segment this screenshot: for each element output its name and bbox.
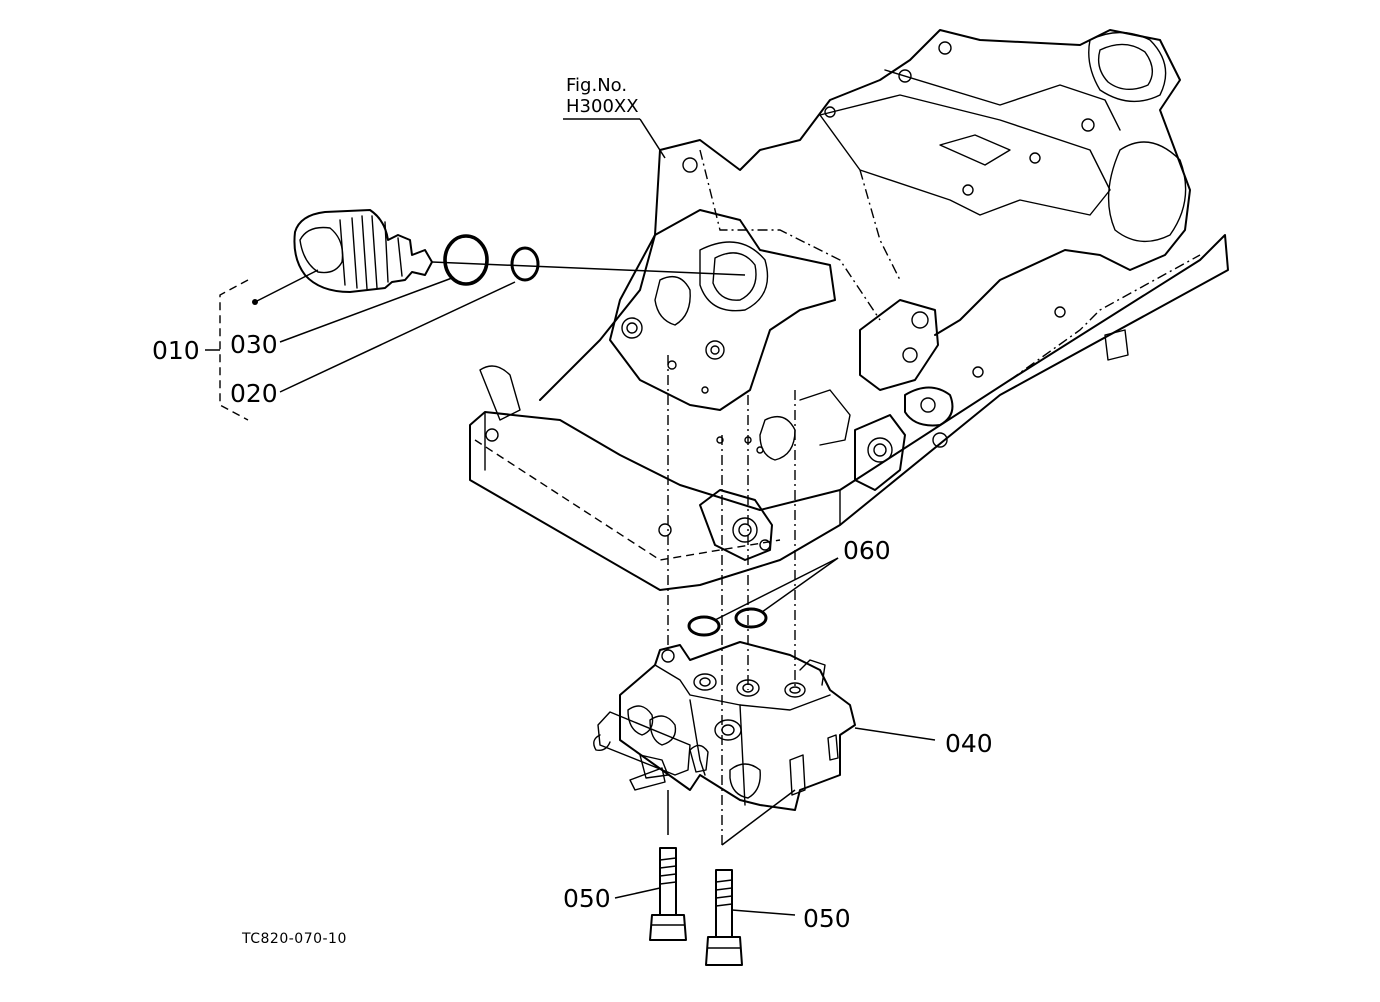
figure-reference: Fig.No. H300XX [566,75,639,117]
callout-050-right: 050 [803,904,851,933]
figure-reference-number: H300XX [566,95,639,117]
o-ring-060a [687,615,721,637]
callout-020: 020 [230,379,278,408]
assembly-bracket [219,279,249,421]
control-valve [593,641,856,811]
alignment-lines [667,355,796,846]
callout-050-left: 050 [563,884,611,913]
bolt-right [705,869,743,966]
callout-030: 030 [230,330,278,359]
o-ring-060b [734,607,768,629]
relief-plug [293,209,433,293]
callout-010: 010 [152,336,200,365]
callout-060: 060 [843,536,891,565]
hydraulic-housing [469,29,1229,591]
o-ring-large [443,234,489,286]
drawing-code: TC820-070-10 [242,931,347,947]
bolt-left [649,847,687,941]
o-ring-small [510,246,540,282]
figure-reference-label: Fig.No. [566,75,628,96]
callout-040: 040 [945,729,993,758]
